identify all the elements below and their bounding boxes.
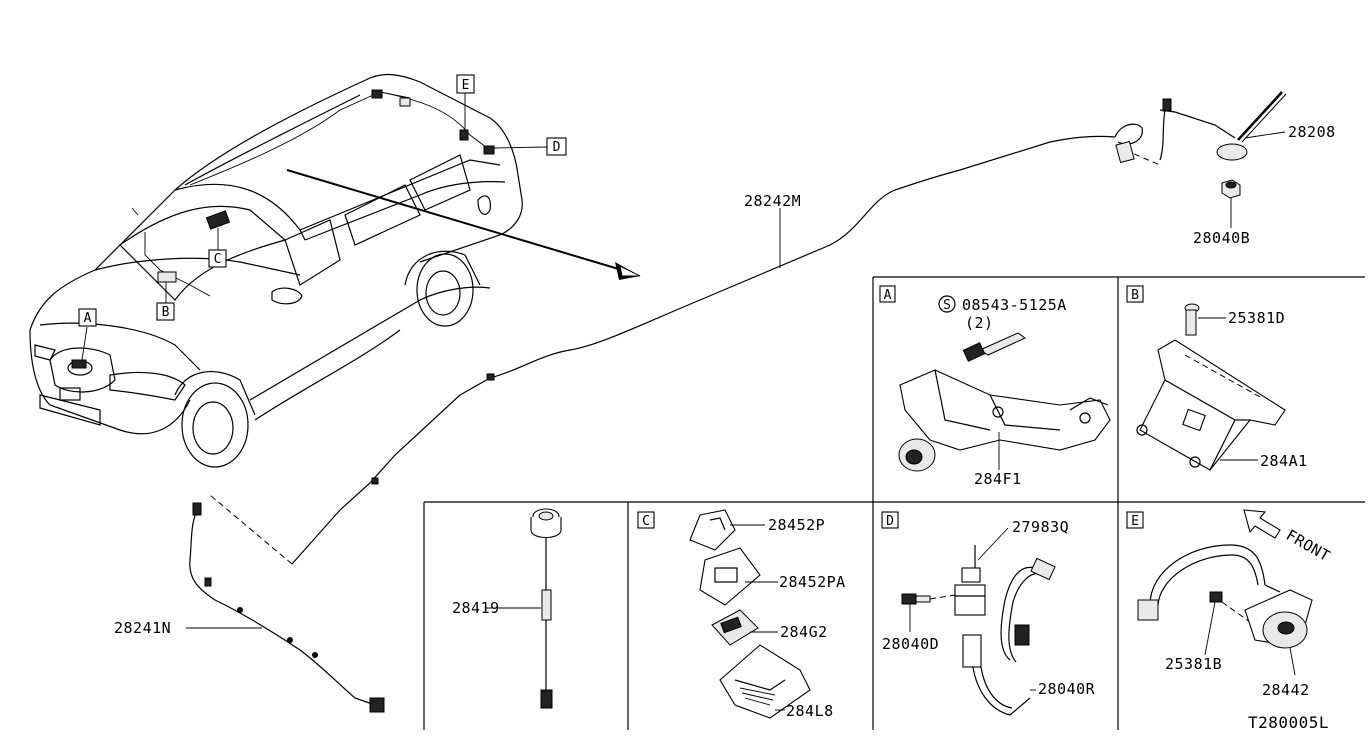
direction-arrow [286, 169, 641, 280]
label-28241n: 28241N [114, 619, 171, 637]
callout-b-letter: B [162, 305, 170, 320]
front-label: FRONT [1283, 526, 1333, 565]
label-28040d: 28040D [882, 635, 939, 653]
vehicle-illustration: A B C D E [29, 73, 567, 468]
callout-a-letter: A [84, 311, 92, 326]
callout-d-letter: D [553, 140, 561, 155]
label-28040r: 28040R [1038, 680, 1096, 698]
panel-e-letter: E [1131, 514, 1139, 529]
panel-b-letter: B [1131, 288, 1139, 303]
label-28208: 28208 [1288, 123, 1336, 141]
harness-28242m [291, 135, 1116, 565]
callout-b: B [156, 282, 175, 321]
label-28452p: 28452P [768, 516, 825, 534]
screw-prefix: S [943, 298, 951, 313]
harness-28241n [186, 494, 385, 713]
panel-a-letter: A [884, 288, 892, 303]
panel-a: A S [879, 285, 1111, 472]
callout-a: A [78, 308, 97, 361]
label-28040b: 28040B [1193, 229, 1250, 247]
panel-d: D [881, 511, 1056, 716]
label-08543-qty: (2) [965, 314, 994, 332]
front-arrow-icon [1243, 509, 1281, 539]
panel-frames [423, 276, 1365, 730]
panel-e: E FRONT [1126, 509, 1333, 676]
label-28242m: 28242M [744, 192, 801, 210]
callout-e: E [456, 74, 475, 130]
panel-c-letter: C [642, 514, 650, 529]
panel-d-letter: D [886, 514, 894, 529]
antenna-assembly [1114, 91, 1287, 228]
label-25381d: 25381D [1228, 309, 1285, 327]
label-25381b: 25381B [1165, 655, 1222, 673]
label-284f1: 284F1 [974, 470, 1022, 488]
label-27983q: 27983Q [1012, 518, 1069, 536]
label-284l8: 284L8 [786, 702, 834, 720]
label-28419: 28419 [452, 599, 500, 617]
panel-antenna-feeder [486, 508, 562, 709]
panel-c: C [637, 509, 811, 719]
callout-e-letter: E [462, 78, 470, 93]
callout-c-letter: C [214, 252, 222, 267]
panel-b: B [1126, 285, 1286, 471]
label-284g2: 284G2 [780, 623, 828, 641]
label-28452pa: 28452PA [779, 573, 846, 591]
document-code: T280005L [1248, 713, 1329, 732]
label-28442: 28442 [1262, 681, 1310, 699]
label-284a1: 284A1 [1260, 452, 1308, 470]
callout-d: D [493, 137, 567, 156]
label-08543-5125a: 08543-5125A [962, 296, 1067, 314]
callout-c: C [208, 228, 227, 268]
